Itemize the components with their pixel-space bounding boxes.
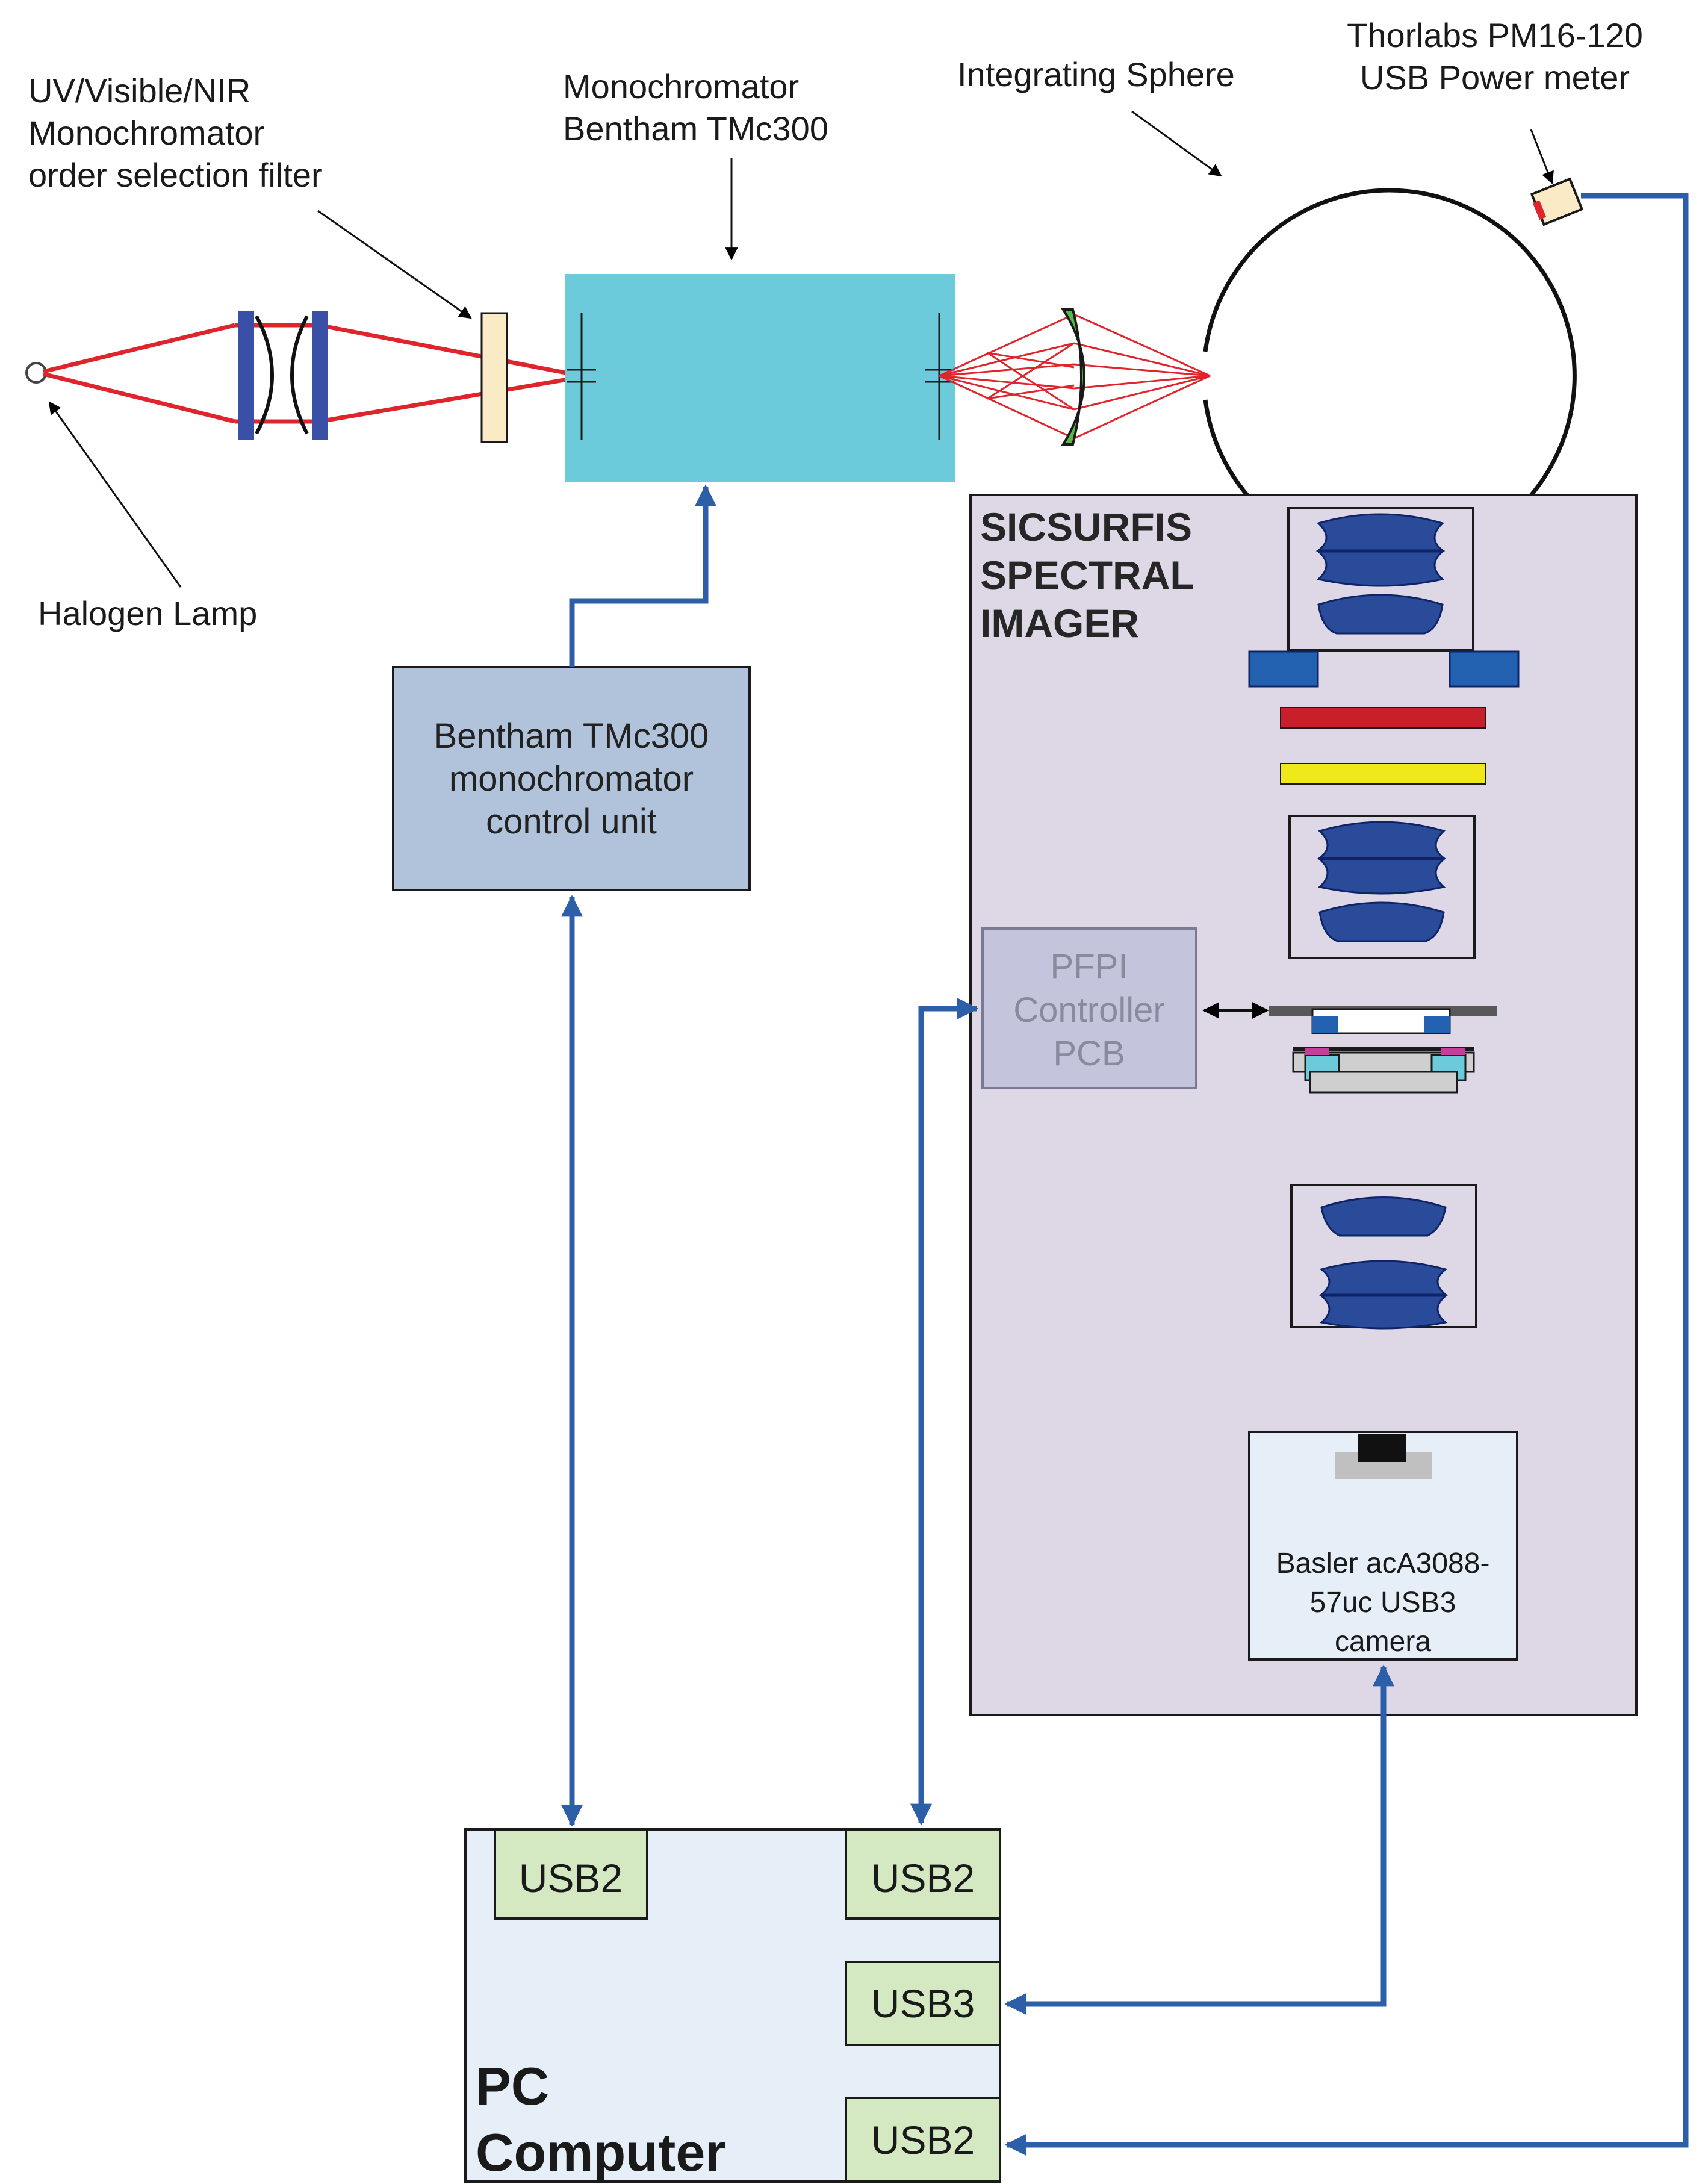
label-camera-line1: Basler acA3088- <box>1276 1548 1490 1579</box>
label-uv-filter: UV/Visible/NIR Monochromator order selec… <box>28 72 323 194</box>
label-pc-line2: Computer <box>476 2123 726 2182</box>
label-imager-line2: SPECTRAL <box>980 553 1194 597</box>
label-control-unit-line2: monochromator <box>449 759 694 798</box>
usb2-port-control-unit <box>494 1828 648 1920</box>
red-filter <box>1280 707 1486 729</box>
label-port-usb3: USB3 <box>871 1981 975 2026</box>
label-control-unit-line3: control unit <box>486 802 657 841</box>
label-power-meter-line1: Thorlabs PM16-120 <box>1347 16 1643 54</box>
label-uv-filter-line2: Monochromator <box>28 114 264 152</box>
label-power-meter: Thorlabs PM16-120 USB Power meter <box>1347 16 1643 96</box>
camera-sensor <box>1358 1434 1406 1462</box>
fabry-perot-interferometer <box>1269 1006 1497 1094</box>
usb2-port-power-meter <box>845 2097 1001 2183</box>
output-beam-fan <box>939 313 1211 440</box>
label-imager-line1: SICSURFIS <box>980 505 1192 549</box>
label-imager-line3: IMAGER <box>980 601 1139 646</box>
cable-power-meter-to-pc <box>1004 193 1689 2156</box>
yellow-filter <box>1280 763 1486 785</box>
label-pfpi-line3: PCB <box>1053 1034 1125 1073</box>
lens-assembly-bottom <box>1290 1184 1477 1330</box>
order-selection-filter <box>480 312 508 443</box>
label-port-usb2-3: USB2 <box>871 2118 975 2162</box>
label-camera-line2: 57uc USB3 <box>1310 1587 1456 1619</box>
label-port-usb2-1: USB2 <box>519 1856 623 1900</box>
label-monochromator: Monochromator Bentham TMc300 <box>563 67 828 148</box>
usb2-port-pfpi <box>845 1828 1001 1920</box>
label-pc-line1: PC <box>476 2056 549 2116</box>
label-pfpi: PFPI Controller PCB <box>1013 947 1164 1073</box>
cable-pfpi-to-pc <box>910 998 979 1826</box>
collector-lens <box>1061 308 1085 446</box>
lens-mount-left <box>1248 650 1319 688</box>
condenser-lens-plate-left <box>238 311 254 440</box>
label-monochromator-line1: Monochromator <box>563 67 799 105</box>
condenser-lenses <box>238 311 328 440</box>
label-monochromator-line2: Bentham TMc300 <box>563 110 828 148</box>
label-camera-line3: camera <box>1335 1626 1431 1658</box>
label-integrating-sphere: Integrating Sphere <box>957 55 1235 93</box>
control-unit-box <box>392 666 751 891</box>
usb3-port-camera <box>845 1961 1001 2046</box>
label-halogen-lamp: Halogen Lamp <box>38 594 257 632</box>
label-pfpi-line2: Controller <box>1013 991 1164 1030</box>
label-arrows <box>48 110 1554 588</box>
label-power-meter-line2: USB Power meter <box>1360 58 1630 96</box>
label-camera: Basler acA3088- 57uc USB3 camera <box>1276 1548 1490 1658</box>
monochromator-slits <box>567 313 954 440</box>
cable-connections <box>561 193 1689 2156</box>
cable-control-to-monochromator <box>569 484 716 667</box>
cable-camera-to-pc <box>1004 1664 1394 2015</box>
label-imager: SICSURFIS SPECTRAL IMAGER <box>980 505 1194 646</box>
label-pc: PC Computer <box>476 2056 726 2182</box>
label-uv-filter-line3: order selection filter <box>28 156 323 194</box>
halogen-lamp-icon <box>25 362 47 384</box>
label-control-unit-line1: Bentham TMc300 <box>434 717 709 756</box>
condenser-lens-plate-right <box>312 311 328 440</box>
label-pfpi-line1: PFPI <box>1051 947 1128 986</box>
lens-mount-right <box>1449 650 1520 688</box>
monochromator-box <box>565 274 955 482</box>
label-control-unit: Bentham TMc300 monochromator control uni… <box>434 717 709 841</box>
pfpi-controller-box <box>981 927 1197 1089</box>
label-uv-filter-line1: UV/Visible/NIR <box>28 72 250 110</box>
power-meter-sensor <box>1530 177 1584 226</box>
label-port-usb2-2: USB2 <box>871 1856 975 1900</box>
